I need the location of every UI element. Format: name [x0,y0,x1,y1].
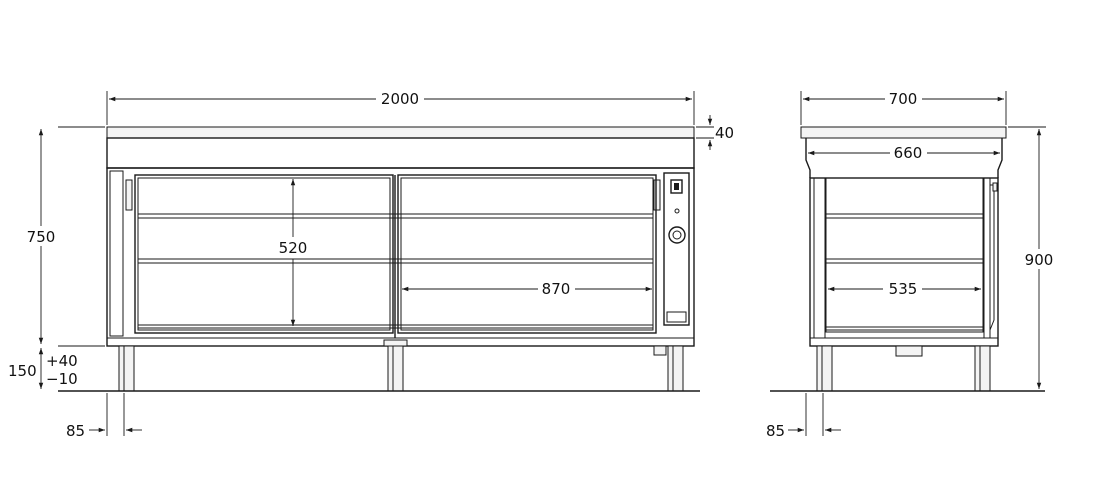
dim-inner-width: 870 [542,280,571,298]
indicator-light-icon [674,208,680,214]
front-apron [106,137,695,169]
power-switch-icon [670,179,683,194]
dim-side-depth: 535 [889,280,918,298]
front-shelves [138,213,653,329]
dim-total-height: 900 [1025,251,1054,269]
dim-side-leg-width: 85 [766,422,785,440]
dim-top-thickness: 40 [715,124,734,142]
front-hinge-right [653,179,661,211]
front-door-left [134,174,394,334]
front-hinge-left [125,179,133,211]
front-view [58,126,700,392]
dim-leg-height: 150 [8,362,37,380]
side-cabinet-body [809,177,999,347]
dim-leg-adjust-plus: +40 [46,352,78,370]
dim-inner-height: 520 [279,239,308,257]
dim-side-width: 700 [889,90,918,108]
front-countertop [106,126,695,139]
side-countertop [800,126,1007,139]
side-upper-frame [805,138,1003,178]
dim-front-width: 2000 [381,90,419,108]
front-legs [118,339,684,392]
side-dimensions: 700 660 900 535 85 [766,90,1054,440]
front-door-right [397,174,657,334]
side-legs [816,345,991,392]
side-view [770,126,1045,392]
front-control-panel [663,172,690,326]
dim-body-height: 750 [27,228,56,246]
front-dimensions: 2000 40 750 520 870 150 +40 −10 85 [8,90,734,440]
dim-side-inner-width: 660 [894,144,923,162]
dim-front-leg-width: 85 [66,422,85,440]
dim-leg-adjust-minus: −10 [46,370,78,388]
side-shelves [826,213,983,331]
thermostat-knob-icon [668,226,686,244]
